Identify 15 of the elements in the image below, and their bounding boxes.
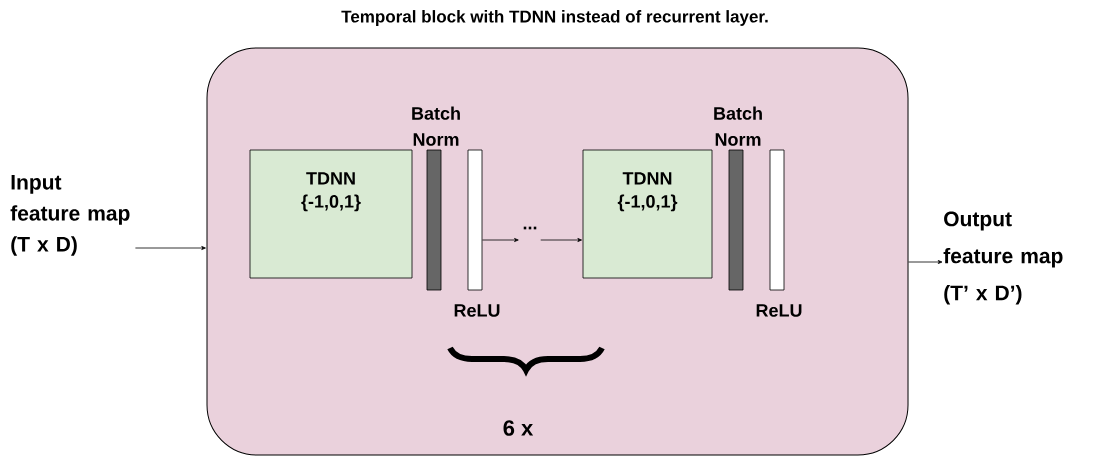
tdnn-box: TDNN {-1,0,1} xyxy=(582,149,713,279)
ellipsis: ... xyxy=(523,226,537,230)
arrow xyxy=(540,238,582,242)
arrow xyxy=(135,246,206,250)
arrow xyxy=(482,238,519,242)
node-label: Batch Norm xyxy=(714,106,762,146)
input-label: Input feature map (T x D) xyxy=(10,175,130,256)
arrow xyxy=(908,260,943,264)
title: Temporal block with TDNN instead of recurrent layer. xyxy=(341,10,768,26)
repeat-label: 6 x xyxy=(503,420,534,436)
node-label: ReLU xyxy=(454,304,500,317)
output-label: Output feature map (T’ x D’) xyxy=(943,211,1063,305)
node-label: ReLU xyxy=(756,304,802,317)
node-label: Batch Norm xyxy=(412,106,460,146)
tdnn-box: TDNN {-1,0,1} xyxy=(249,149,413,279)
